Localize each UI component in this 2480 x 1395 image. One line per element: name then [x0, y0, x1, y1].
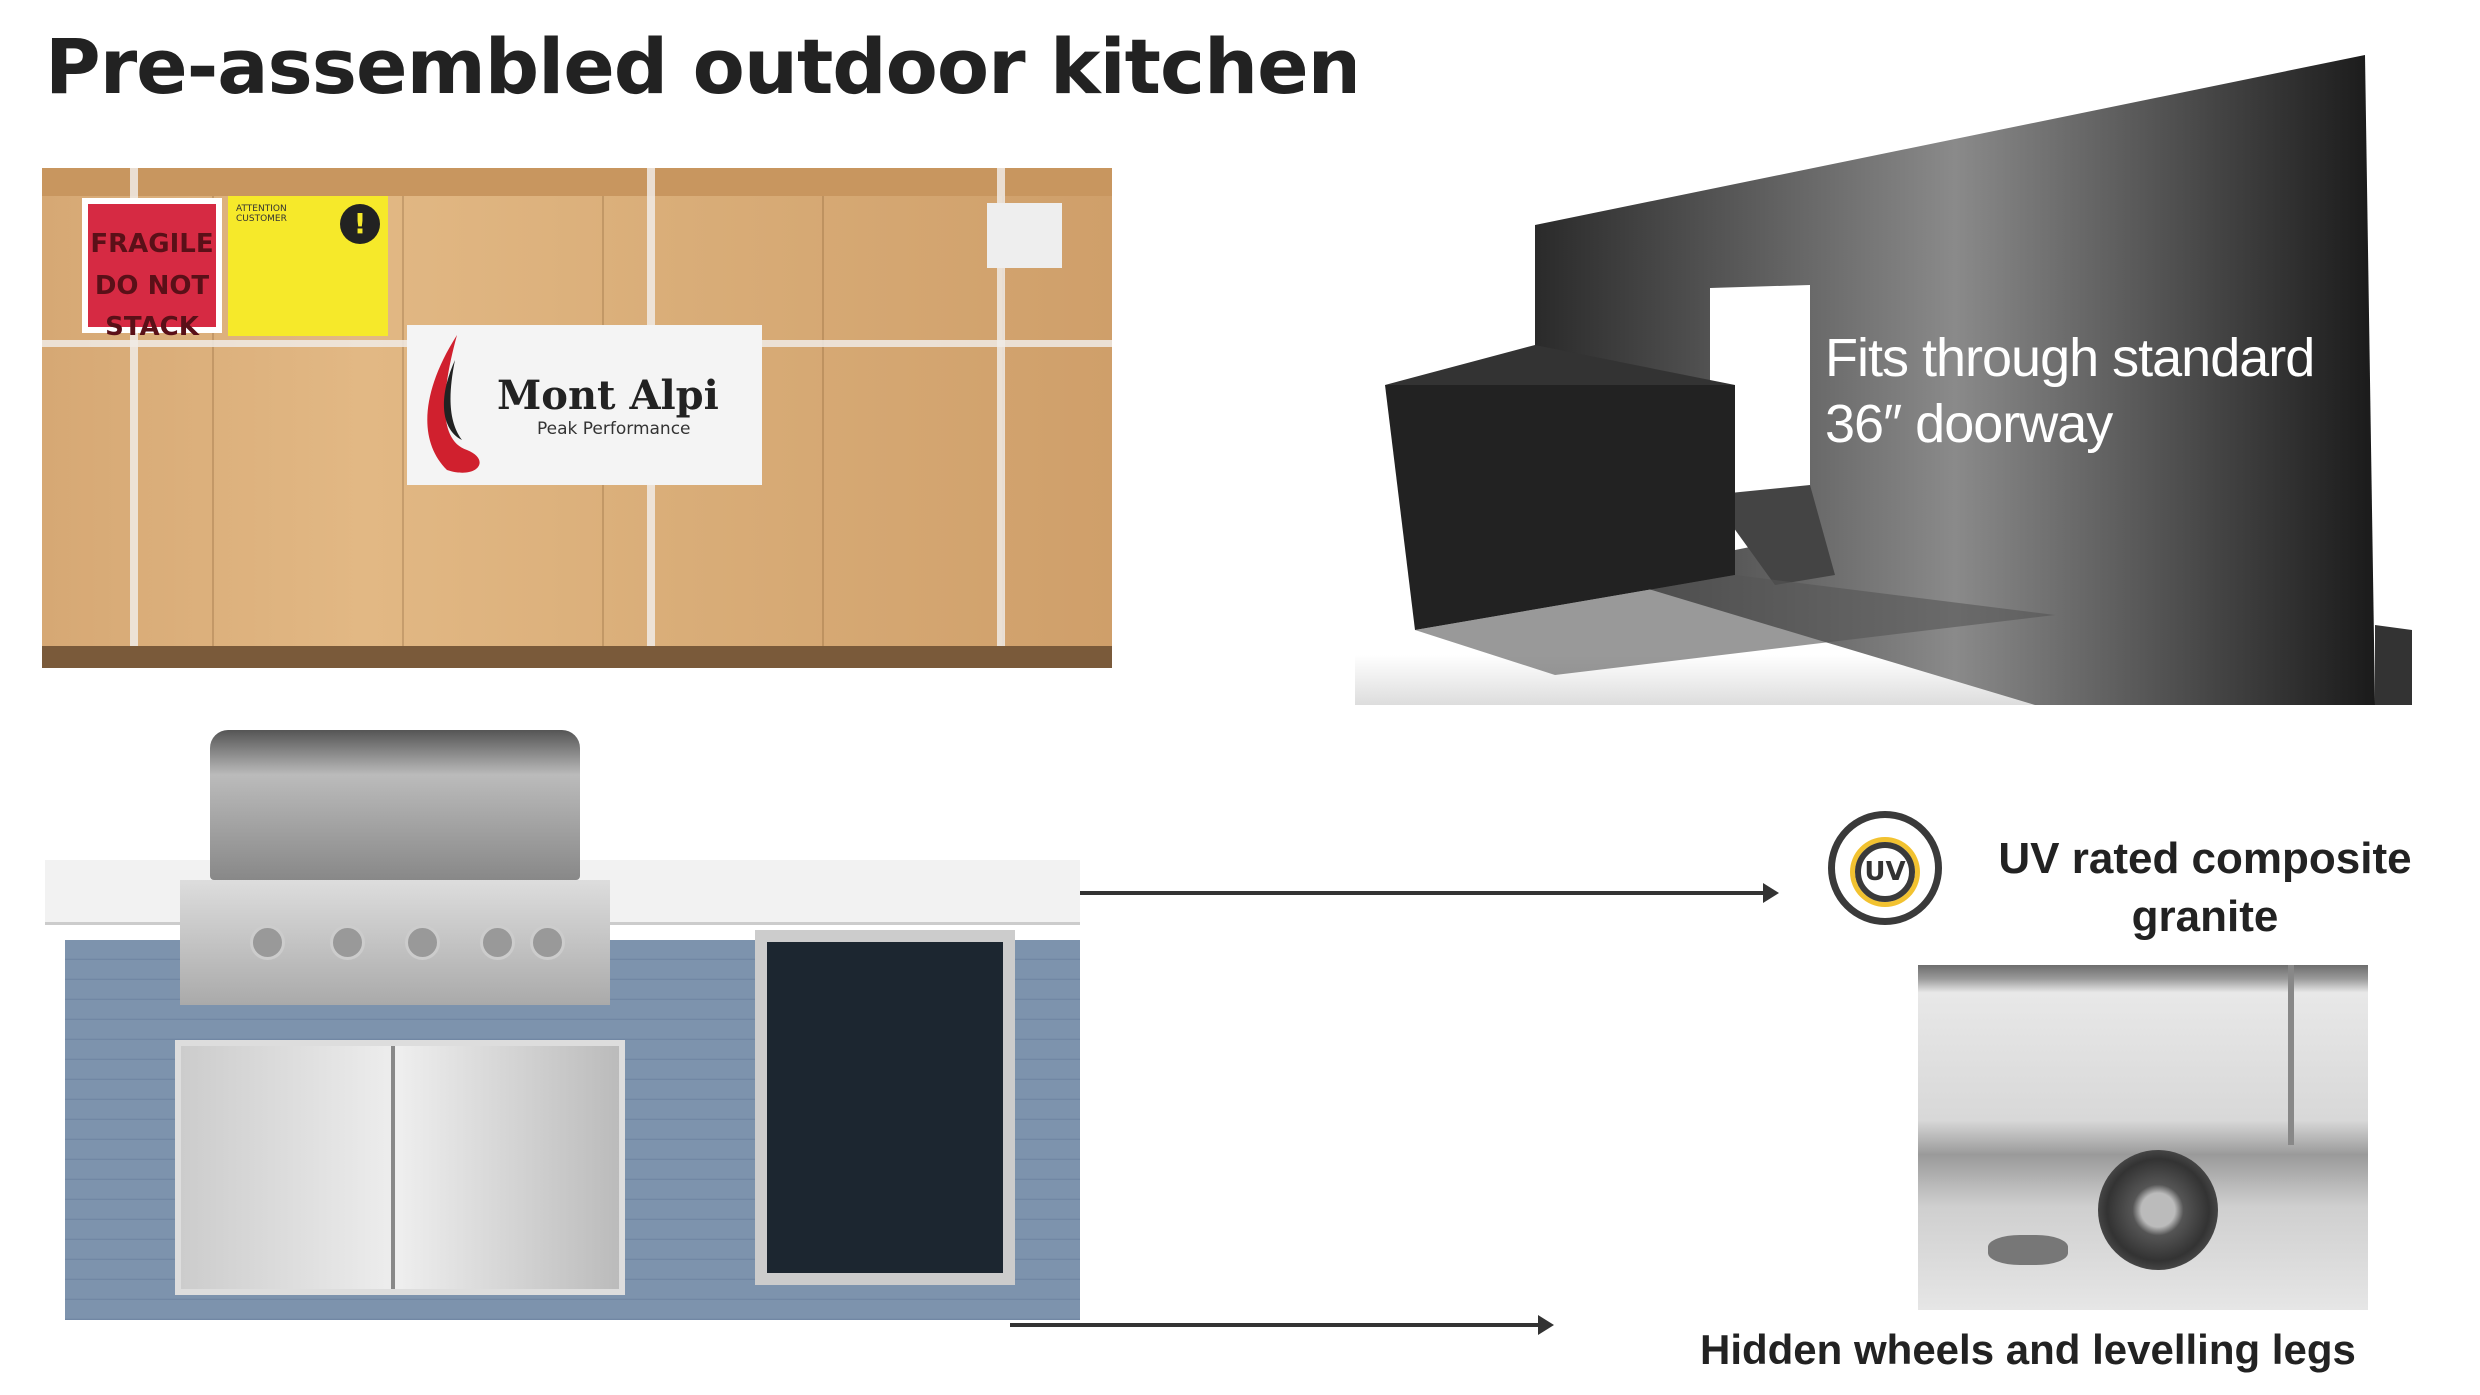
flame-icon: [427, 335, 480, 473]
outdoor-kitchen-photo: [45, 730, 1080, 1325]
attention-label: ATTENTION CUSTOMER !: [228, 196, 388, 336]
caster-wheel: [2098, 1150, 2218, 1270]
uv-icon-label: UV: [1855, 842, 1915, 902]
grill-knob: [530, 925, 565, 960]
doorway-caption: Fits through standard 36″ doorway: [1825, 325, 2315, 457]
grill-knob: [250, 925, 285, 960]
grill-knob: [330, 925, 365, 960]
exclamation-icon: !: [340, 204, 380, 244]
shipping-crate-photo: ATTENTION CUSTOMER ! FRAGILE DO NOT STAC…: [42, 168, 1112, 668]
uv-caption-line1: UV rated composite: [1998, 834, 2412, 883]
doorway-scene: [1355, 55, 2412, 705]
uv-caption-line2: granite: [2131, 892, 2279, 941]
arrow-to-wheels: [1010, 1315, 1554, 1335]
uv-feature-caption: UV rated composite granite: [1955, 830, 2455, 946]
uv-icon: UV: [1828, 811, 1942, 925]
doorway-caption-line2: 36″ doorway: [1825, 394, 2113, 454]
fragile-label: FRAGILE DO NOT STACK: [82, 198, 222, 342]
brand-tagline: Peak Performance: [537, 418, 691, 439]
barcode-label: [987, 203, 1062, 268]
fragile-text: FRAGILE DO NOT STACK: [88, 204, 216, 342]
levelling-leg: [1988, 1235, 2068, 1265]
wheels-caption: Hidden wheels and levelling legs: [1700, 1326, 2356, 1373]
brand-name: Mont Alpi: [497, 371, 719, 419]
access-doors: [175, 1040, 625, 1295]
doorway-illustration: Fits through standard 36″ doorway: [1355, 55, 2412, 705]
grill-hood: [210, 730, 580, 880]
doorway-caption-line1: Fits through standard: [1825, 328, 2315, 388]
grill-knob: [405, 925, 440, 960]
page-title: Pre-assembled outdoor kitchen: [45, 22, 1362, 111]
wheels-photo: [1918, 965, 2368, 1310]
pallet: [42, 646, 1112, 668]
grill-knob: [480, 925, 515, 960]
grill-control-panel: [180, 880, 610, 1005]
beverage-fridge: [755, 930, 1015, 1285]
arrow-to-countertop: [1080, 883, 1779, 903]
attention-text: ATTENTION CUSTOMER: [236, 204, 287, 224]
